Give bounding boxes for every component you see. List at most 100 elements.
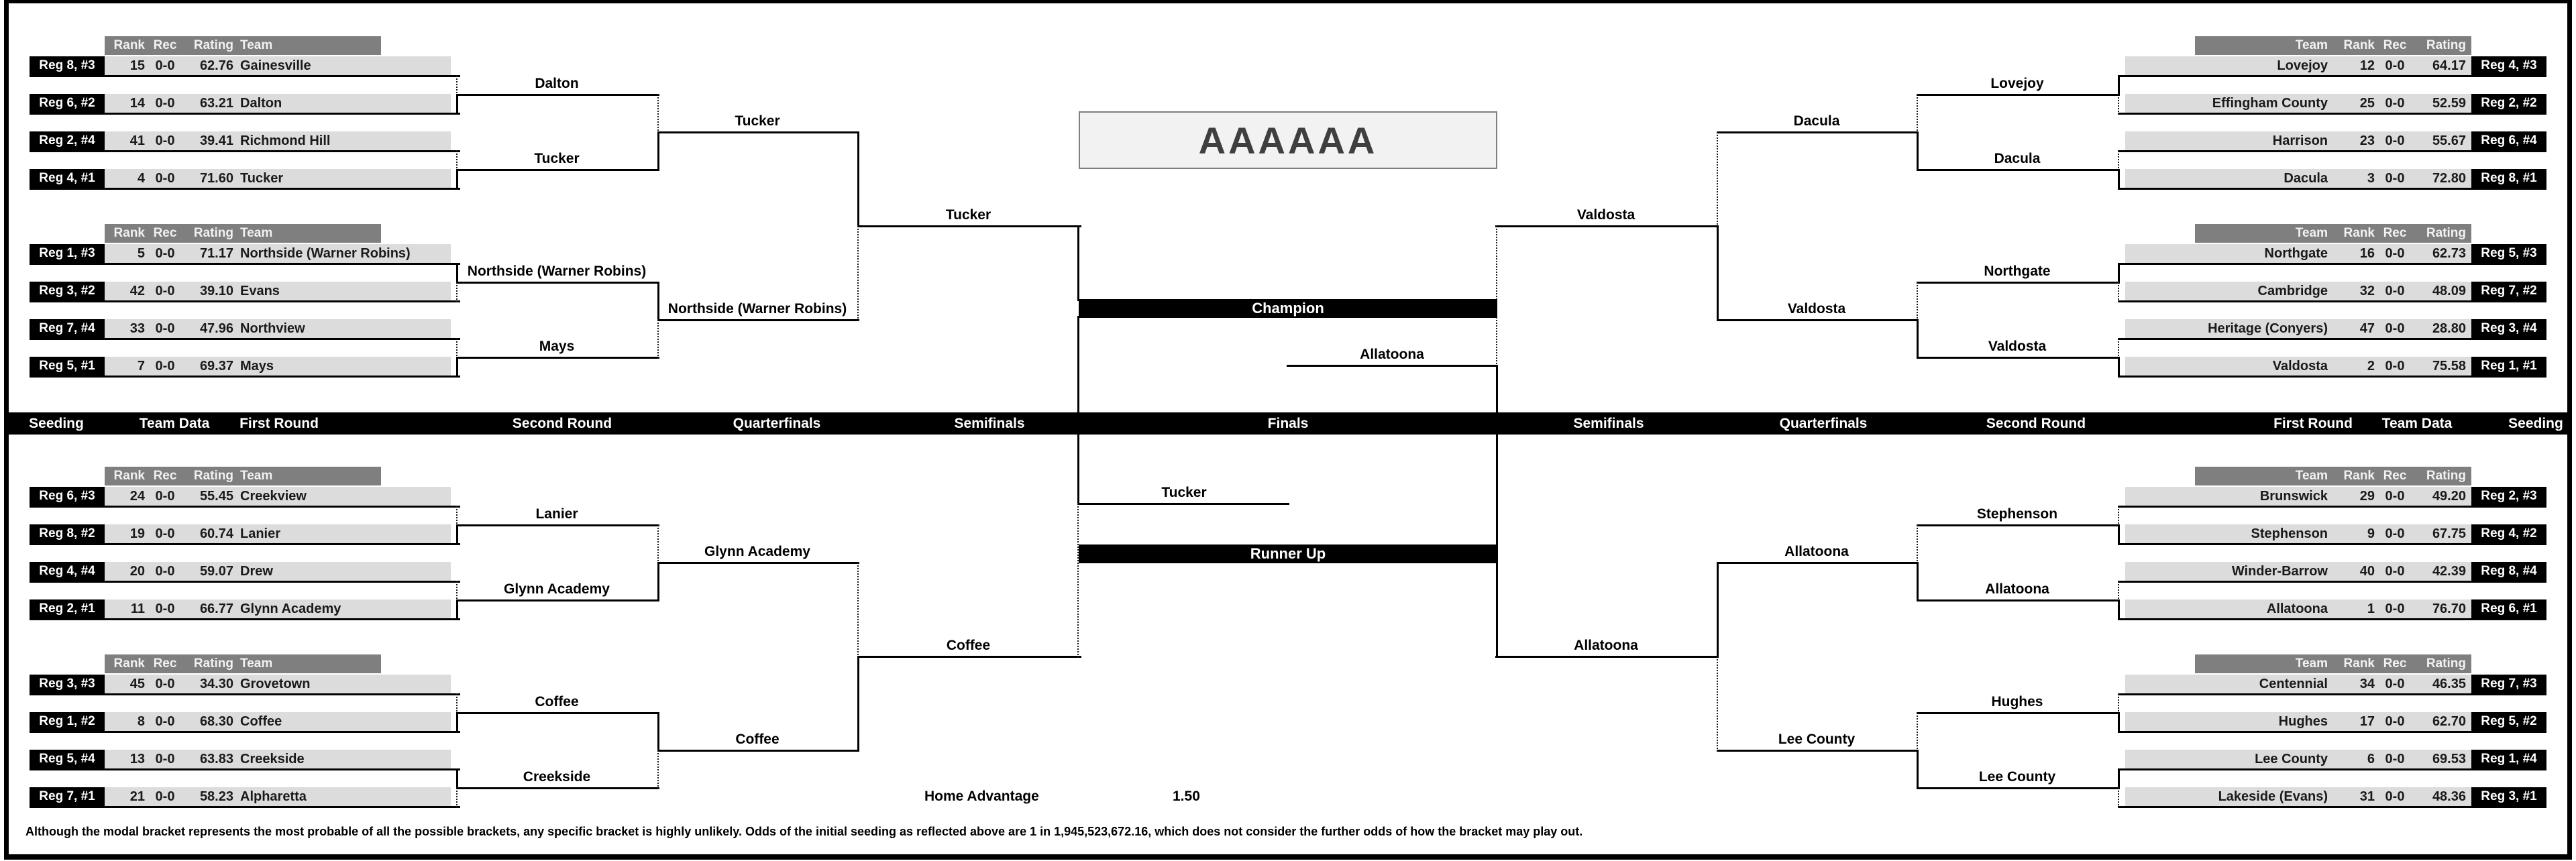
rank-value: 33: [129, 321, 145, 336]
quarterfinal-winner-label: Allatoona: [1784, 544, 1849, 559]
team-name: Lakeside (Evans): [2218, 789, 2328, 804]
record-value: 0-0: [2385, 245, 2405, 261]
record-value: 0-0: [155, 751, 175, 766]
rating-value: 52.59: [2432, 95, 2466, 111]
rating-value: 75.58: [2432, 358, 2466, 374]
bracket-connector-dotted: [1917, 524, 1918, 564]
column-header-label: Rec: [153, 469, 177, 483]
team-name: Effingham County: [2212, 95, 2328, 111]
region-seed-badge: Reg 3, #3: [30, 675, 105, 695]
region-seed-badge: Reg 5, #2: [2471, 712, 2546, 733]
rank-value: 12: [2359, 58, 2375, 73]
region-seed-badge: Reg 2, #1: [30, 599, 105, 620]
home-advantage-value: 1.50: [1173, 789, 1200, 804]
column-header-label: Rec: [2383, 469, 2407, 483]
champion-bar: Champion: [1079, 299, 1497, 318]
row-stub-line: [2118, 731, 2127, 733]
bracket-connector-dotted: [1917, 712, 1918, 752]
bracket-connector-dotted: [456, 581, 458, 601]
row-stub-line: [2118, 263, 2127, 265]
record-value: 0-0: [155, 358, 175, 374]
semifinal-winner-label: Allatoona: [1574, 638, 1638, 653]
rank-value: 4: [137, 170, 145, 186]
second-round-winner-label: Lanier: [535, 506, 578, 522]
rating-value: 72.80: [2432, 170, 2466, 186]
team-name: Tucker: [240, 170, 284, 186]
row-stub-line: [451, 618, 460, 620]
second-round-winner-label: Allatoona: [1985, 581, 2049, 597]
round-label: Second Round: [1986, 416, 2086, 431]
row-stub-line: [2118, 618, 2127, 620]
record-value: 0-0: [155, 601, 175, 616]
region-seed-badge: Reg 3, #1: [2471, 787, 2546, 808]
finalist-label: Tucker: [1161, 485, 1207, 500]
team-name: Drew: [240, 563, 273, 579]
second-round-winner-label: Dalton: [535, 76, 579, 91]
team-name: Mays: [240, 358, 274, 374]
column-header-label: Rating: [193, 469, 233, 483]
region-seed-badge: Reg 5, #4: [30, 750, 105, 770]
rank-value: 19: [129, 526, 145, 541]
rating-value: 76.70: [2432, 601, 2466, 616]
bracket-connector: [657, 712, 659, 752]
record-value: 0-0: [2385, 563, 2405, 579]
quarterfinal-winner-label: Lee County: [1778, 732, 1856, 747]
team-name: Heritage (Conyers): [2208, 321, 2328, 336]
round-label: Seeding: [2508, 416, 2563, 431]
team-name: Stephenson: [2251, 526, 2328, 541]
second-round-line: [456, 712, 659, 714]
team-name: Lovejoy: [2277, 58, 2328, 73]
column-header-label: Team: [2295, 656, 2328, 671]
rating-value: 64.17: [2432, 58, 2466, 73]
row-stub-line: [451, 506, 460, 508]
row-stub-line: [451, 75, 460, 77]
team-name: Grovetown: [240, 676, 311, 691]
second-round-winner-label: Coffee: [535, 694, 579, 709]
bracket-connector: [1717, 562, 1719, 658]
rank-value: 8: [137, 713, 145, 729]
region-seed-badge: Reg 8, #4: [2471, 562, 2546, 583]
second-round-winner-label: Creekside: [523, 769, 591, 785]
region-seed-badge: Reg 4, #2: [2471, 524, 2546, 545]
column-header-label: Team: [2295, 469, 2328, 483]
bracket-connector-dotted: [1917, 282, 1918, 321]
row-stub-line: [451, 806, 460, 808]
bracket-connector: [1917, 750, 1919, 789]
rank-value: 40: [2359, 563, 2375, 579]
region-seed-badge: Reg 3, #2: [30, 282, 105, 302]
round-label: Semifinals: [1573, 416, 1644, 431]
semifinal-winner-label: Tucker: [945, 207, 991, 223]
rank-value: 2: [2367, 358, 2375, 374]
second-round-line: [456, 524, 659, 526]
column-header-label: Rating: [193, 38, 233, 52]
quarterfinal-winner-label: Glynn Academy: [704, 544, 810, 559]
team-name: Winder-Barrow: [2231, 563, 2328, 579]
column-header-label: Rank: [113, 38, 145, 52]
team-name: Brunswick: [2259, 488, 2328, 504]
team-name: Hughes: [2278, 713, 2328, 729]
second-round-line: [1917, 169, 2120, 171]
row-stub-line: [451, 376, 460, 378]
column-header-label: Team: [240, 656, 273, 671]
column-header-label: Rank: [113, 656, 145, 671]
row-stub-line: [451, 113, 460, 115]
rating-value: 55.45: [199, 488, 233, 504]
record-value: 0-0: [155, 133, 175, 148]
rating-value: 49.20: [2432, 488, 2466, 504]
record-value: 0-0: [2385, 58, 2405, 73]
quarterfinal-line: [657, 750, 859, 752]
rank-value: 29: [2359, 488, 2375, 504]
rating-value: 71.17: [199, 245, 233, 261]
quarterfinal-line: [1717, 562, 1919, 564]
bracket-connector: [456, 599, 458, 620]
column-header-label: Rec: [153, 226, 177, 240]
champion-path: [1077, 225, 1079, 301]
